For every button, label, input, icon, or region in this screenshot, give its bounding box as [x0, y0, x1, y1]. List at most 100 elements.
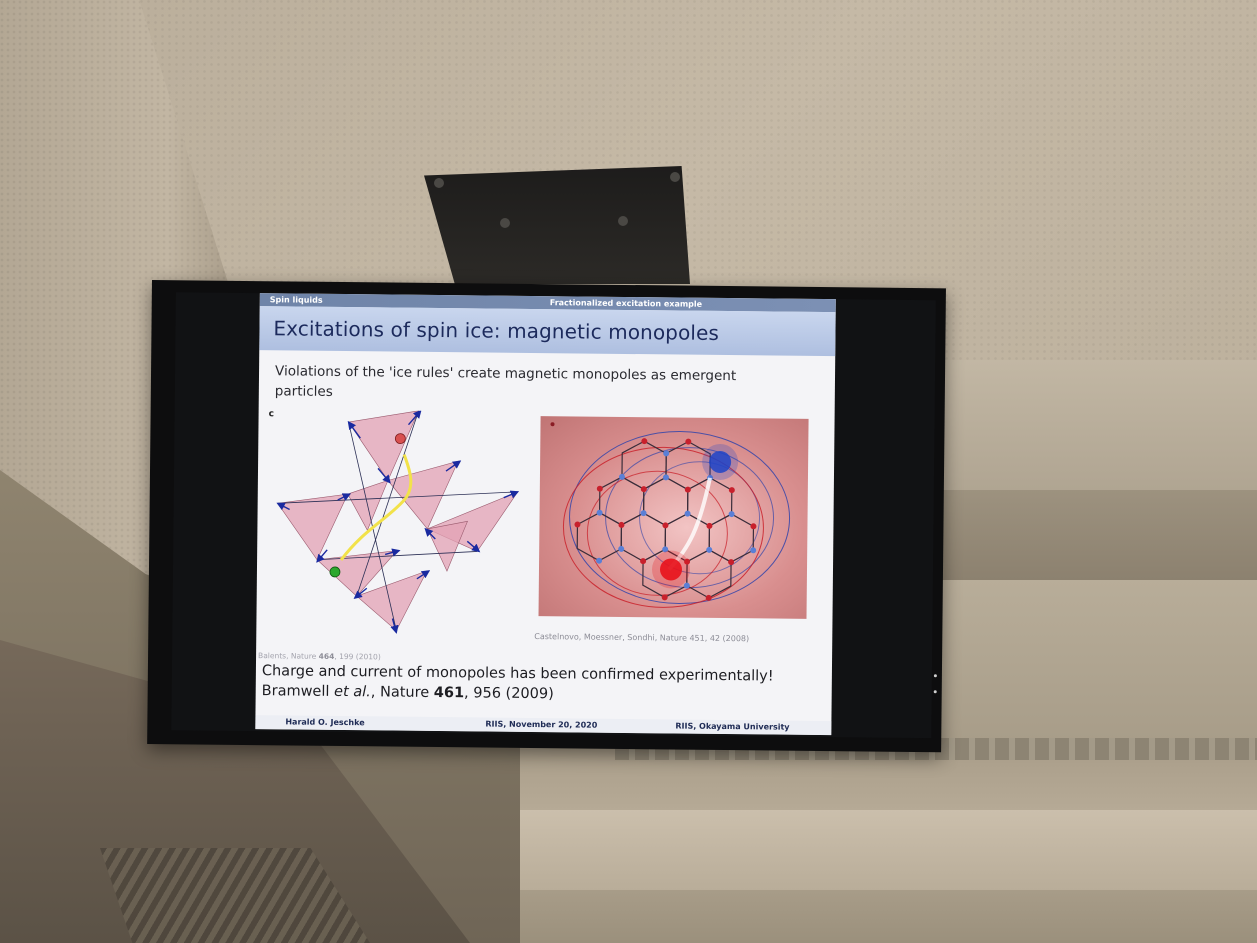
field-line [639, 461, 761, 575]
spin-arrow [416, 570, 431, 580]
ceiling-beam [940, 580, 1257, 740]
dirac-string [339, 454, 413, 561]
tetrahedron [348, 410, 420, 482]
atom [728, 559, 735, 566]
pyrochlore-tetrahedra-diagram [276, 409, 520, 634]
monopole-green [329, 566, 341, 578]
atom [640, 510, 647, 517]
spin-arrow [466, 540, 481, 553]
spin-arrow [316, 549, 328, 563]
citation-text: Balents, Nature [258, 651, 319, 661]
ceiling-beam [940, 360, 1257, 490]
mount-bolt [434, 178, 444, 188]
figure-panel-label: c [268, 409, 274, 420]
atom [641, 438, 648, 445]
pyrochlore-lattice-figure: c [266, 409, 538, 652]
citation-text: , 199 (2010) [334, 651, 381, 662]
spin-arrow [347, 420, 361, 439]
mount-bolt [500, 218, 510, 228]
spin-arrow [276, 502, 290, 511]
kagome-hexagon [621, 440, 667, 490]
atom [662, 546, 669, 553]
ceiling-beam-shadow [940, 490, 1257, 580]
tetrahedron [316, 550, 398, 597]
atom [684, 486, 691, 493]
slide-conclusion: Charge and current of monopoles has been… [262, 661, 822, 707]
atom [596, 509, 603, 516]
field-line [569, 431, 791, 605]
footer-author: Harald O. Jeschke [285, 717, 365, 728]
atom [728, 511, 735, 518]
atom [684, 558, 691, 565]
monopole-red [394, 433, 406, 445]
reference-journal: , Nature [370, 684, 434, 701]
tetrahedron [277, 493, 349, 561]
field-line [586, 470, 728, 596]
spin-arrow [407, 409, 422, 426]
tv-monitor: Spin liquids Fractionalized excitation e… [147, 280, 946, 753]
tetrahedron [356, 570, 428, 632]
ceiling-soffit [490, 810, 1257, 890]
spin-arrow [353, 587, 368, 600]
spin-arrow [445, 460, 462, 472]
spin-arrow [390, 618, 399, 634]
spin-arrow [377, 467, 391, 484]
atom [618, 521, 625, 528]
mount-bolt [670, 172, 680, 182]
slide-intro-text: Violations of the 'ice rules' create mag… [274, 363, 737, 400]
atom [685, 438, 692, 445]
atom [640, 558, 647, 565]
kagome-hexagon [708, 513, 755, 563]
spin-arrow [503, 490, 520, 499]
reference-pages-year: , 956 (2009) [464, 685, 554, 703]
slide-title: Excitations of spin ice: magnetic monopo… [273, 316, 720, 345]
footer-date: RIIS, November 20, 2020 [485, 719, 598, 730]
footer-institution: RIIS, Okayama University [675, 721, 790, 732]
tv-indicator-light [933, 690, 937, 694]
kagome-hexagon [598, 476, 645, 526]
monopole-red-glow [651, 550, 690, 589]
slide-title-bar: Excitations of spin ice: magnetic monopo… [259, 306, 836, 357]
spin-arrow [384, 548, 401, 557]
atom [596, 485, 603, 492]
atom [750, 523, 757, 530]
atom [618, 473, 625, 480]
atom [706, 522, 713, 529]
slide-footer: Harald O. Jeschke RIIS, November 20, 202… [255, 715, 832, 736]
mount-bolt [618, 216, 628, 226]
field-line [562, 446, 764, 608]
slide-section-label: Spin liquids [269, 295, 323, 305]
atom [683, 582, 690, 589]
atom [618, 545, 625, 552]
kagome-hexagon [642, 476, 689, 527]
figure-citation-left: Balents, Nature 464, 199 (2010) [258, 651, 381, 661]
atom [663, 450, 670, 457]
atom [574, 521, 581, 528]
atom [684, 510, 691, 517]
reference-etal: et al. [333, 683, 371, 701]
atom [662, 522, 669, 529]
tv-screen: Spin liquids Fractionalized excitation e… [171, 292, 936, 739]
atom [640, 486, 647, 493]
monopole-red [659, 558, 682, 581]
atom [706, 546, 713, 553]
monopole-blue [709, 450, 732, 473]
tv-ceiling-mount [424, 166, 690, 284]
atom [728, 487, 735, 494]
atom [750, 547, 757, 554]
presentation-slide: Spin liquids Fractionalized excitation e… [255, 293, 836, 736]
reference-volume: 461 [433, 684, 465, 702]
figure-citation-right: Castelnovo, Moessner, Sondhi, Nature 451… [534, 632, 750, 644]
kagome-monopole-field-diagram [550, 422, 791, 608]
spin-arrow [424, 527, 436, 540]
tv-indicator-light [933, 674, 937, 678]
atom [662, 474, 669, 481]
monopole-blue-glow [702, 443, 739, 480]
monopole-field-figure [538, 416, 809, 619]
atom [705, 594, 712, 601]
atom [661, 594, 668, 601]
citation-volume: 464 [318, 651, 335, 661]
atom [596, 557, 603, 564]
spin-arrow [337, 493, 352, 501]
